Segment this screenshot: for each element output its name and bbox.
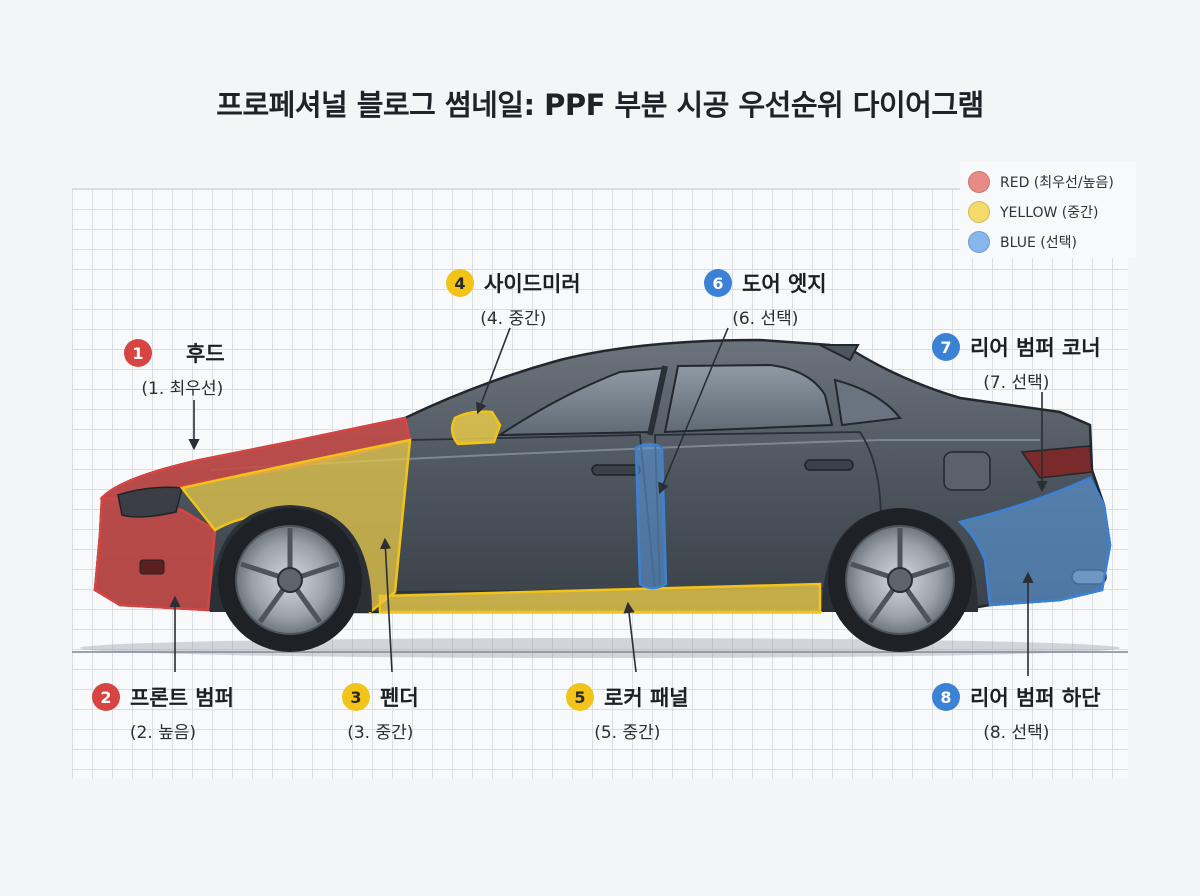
fog-light	[139, 559, 165, 575]
label-front-bumper: 2 프론트 범퍼 (2. 높음)	[92, 682, 234, 743]
rear-bumper-highlight	[957, 476, 1112, 607]
quarter-window	[833, 378, 902, 427]
part-name-rear-bumper-corner: 리어 범퍼 코너	[970, 336, 1101, 360]
rocker-highlight	[378, 582, 822, 614]
pointer-rocker	[623, 601, 637, 673]
legend-swatch-red	[968, 171, 990, 193]
front-window	[496, 366, 667, 437]
part-name-front-bumper: 프론트 범퍼	[130, 686, 234, 710]
badge-8: 8	[932, 683, 960, 711]
legend-label: RED (최우선/높음)	[1000, 175, 1114, 191]
legend: RED (최우선/높음) YELLOW (중간) BLUE (선택)	[960, 162, 1136, 258]
priority-rear-bumper-lower: (8. 선택)	[983, 723, 1050, 743]
legend-swatch-blue	[968, 231, 990, 253]
mirror-highlight	[450, 410, 502, 446]
badge-7: 7	[932, 333, 960, 361]
badge-4: 4	[446, 269, 474, 297]
badge-5: 5	[566, 683, 594, 711]
part-name-hood: 후드	[186, 342, 225, 366]
door-handle	[591, 464, 641, 476]
b-pillar	[647, 365, 668, 436]
label-door-edge: 6 도어 엣지 (6. 선택)	[704, 268, 827, 329]
pointer-door-edge	[658, 327, 729, 495]
label-hood: 1 후드 (1. 최우선)	[124, 338, 225, 399]
label-rear-bumper-lower: 8 리어 범퍼 하단 (8. 선택)	[932, 682, 1101, 743]
legend-item-red: RED (최우선/높음)	[968, 170, 1114, 194]
priority-fender: (3. 중간)	[347, 723, 414, 743]
roof-spoiler	[819, 344, 860, 362]
legend-item-yellow: YELLOW (중간)	[968, 200, 1099, 224]
door-handle	[804, 459, 854, 471]
badge-1: 1	[124, 339, 152, 367]
priority-door-edge: (6. 선택)	[732, 309, 799, 329]
legend-swatch-yellow	[968, 201, 990, 223]
legend-label: YELLOW (중간)	[1000, 205, 1099, 221]
priority-rear-bumper-corner: (7. 선택)	[983, 373, 1050, 393]
legend-label: BLUE (선택)	[1000, 235, 1077, 251]
part-name-door-edge: 도어 엣지	[742, 272, 827, 296]
priority-front-bumper: (2. 높음)	[129, 723, 197, 743]
label-rear-bumper-corner: 7 리어 범퍼 코너 (7. 선택)	[932, 332, 1101, 393]
label-fender: 3 펜더 (3. 중간)	[342, 682, 419, 743]
badge-3: 3	[342, 683, 370, 711]
rear-window	[663, 363, 834, 434]
page-title: 프로페셔널 블로그 썸네일: PPF 부분 시공 우선순위 다이어그램	[216, 88, 984, 122]
label-side-mirror: 4 사이드미러 (4. 중간)	[446, 268, 581, 329]
taillight	[1020, 445, 1093, 479]
priority-hood: (1. 최우선)	[141, 379, 224, 399]
badge-2: 2	[92, 683, 120, 711]
front-wheel	[218, 508, 362, 652]
door-edge-highlight	[634, 442, 668, 590]
ground-line	[72, 651, 1128, 653]
car-shadow	[80, 638, 1120, 658]
fuel-cap	[943, 451, 991, 491]
priority-rocker-panel: (5. 중간)	[594, 723, 661, 743]
part-name-fender: 펜더	[380, 686, 419, 710]
pointer-mirror	[475, 327, 511, 415]
pointer-lines	[169, 327, 1048, 676]
rear-wheel	[828, 508, 972, 652]
part-name-rocker-panel: 로커 패널	[604, 686, 689, 710]
headlight	[117, 486, 183, 518]
part-name-rear-bumper-lower: 리어 범퍼 하단	[970, 686, 1101, 710]
label-rocker-panel: 5 로커 패널 (5. 중간)	[566, 682, 689, 743]
pointer-fender	[379, 537, 393, 673]
priority-side-mirror: (4. 중간)	[480, 309, 547, 329]
part-name-side-mirror: 사이드미러	[484, 272, 581, 296]
legend-item-blue: BLUE (선택)	[968, 230, 1077, 254]
badge-6: 6	[704, 269, 732, 297]
